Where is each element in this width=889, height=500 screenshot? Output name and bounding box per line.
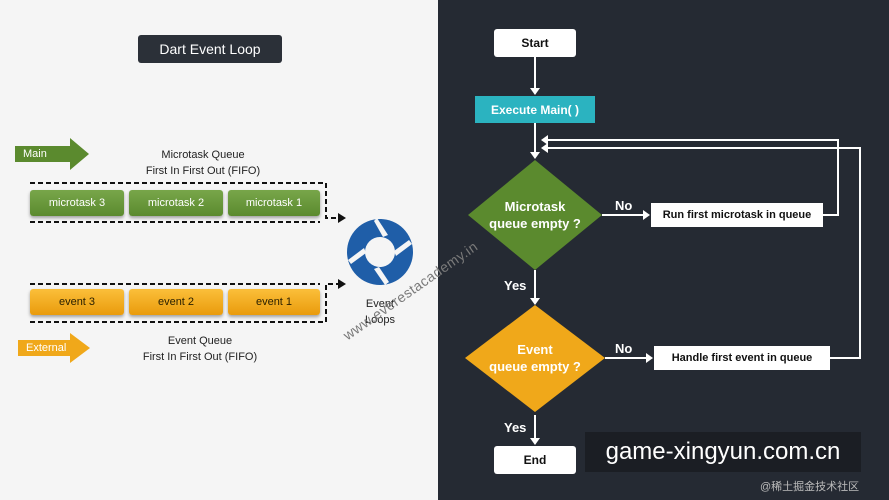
microtask-queue-label: Microtask Queue First In First Out (FIFO… <box>145 149 261 177</box>
no-label-1: No <box>615 198 633 213</box>
handle-event-node: Handle first event in queue <box>654 346 830 370</box>
external-tag-arrow <box>18 333 90 363</box>
event-queue-label: Event Queue First In First Out (FIFO) <box>142 335 258 363</box>
main-tag: Main <box>23 148 47 160</box>
yes-label-1: Yes <box>504 278 527 293</box>
main-tag-arrow <box>15 138 89 170</box>
diagram-title: Dart Event Loop <box>138 35 282 63</box>
event-decision-text: Event queue empty ? <box>489 342 581 374</box>
microtask-box: microtask 2 <box>129 190 223 216</box>
event-dashed-bottom <box>30 283 338 323</box>
start-node: Start <box>494 29 576 57</box>
microtask-decision-diamond <box>468 160 602 270</box>
external-tag: External <box>26 342 67 354</box>
microtask-decision-text: Microtask queue empty ? <box>489 199 581 231</box>
event-decision-diamond <box>465 305 605 412</box>
event-box: event 1 <box>228 289 320 315</box>
site-overlay-banner: game-xingyun.com.cn <box>585 432 861 472</box>
microtask-box: microtask 1 <box>228 190 320 216</box>
event-box: event 2 <box>129 289 223 315</box>
event-box: event 3 <box>30 289 124 315</box>
no-label-2: No <box>615 341 633 356</box>
event-loops-label: Event Loops <box>365 298 395 326</box>
microtask-box: microtask 3 <box>30 190 124 216</box>
execute-main-node: Execute Main( ) <box>475 96 595 123</box>
yes-label-2: Yes <box>504 420 527 435</box>
credit-text: @稀土掘金技术社区 <box>760 481 860 493</box>
run-microtask-node: Run first microtask in queue <box>651 203 823 227</box>
microtask-dashed-line <box>30 182 338 219</box>
loop-icon <box>347 218 413 285</box>
end-node: End <box>494 446 576 474</box>
